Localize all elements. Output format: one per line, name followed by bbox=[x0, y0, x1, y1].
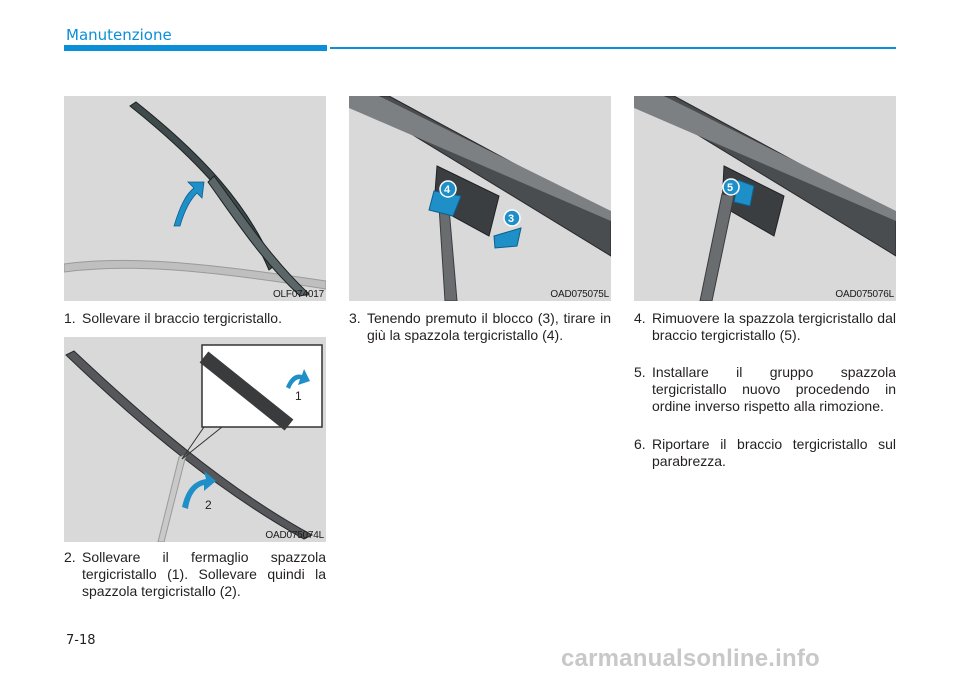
figure-code: OLF074017 bbox=[272, 289, 324, 300]
wiper-arm-illustration bbox=[64, 101, 326, 297]
step-text: Tenendo premuto il blocco (3), tirare in… bbox=[367, 310, 611, 343]
figure-remove-blade: 5 OAD075076L bbox=[634, 96, 896, 301]
wiper-lock-illustration: 4 3 bbox=[349, 96, 611, 301]
figure-code: OAD075076L bbox=[835, 289, 894, 300]
step-text: Installare il gruppo spazzola tergicrist… bbox=[652, 364, 896, 414]
wiper-blade-removal-illustration: 5 bbox=[634, 96, 896, 301]
figure-code: OAD075074L bbox=[265, 530, 324, 541]
figure-press-lock: 4 3 OAD075075L bbox=[349, 96, 611, 301]
step-number: 5. bbox=[634, 364, 646, 380]
wiper-clip-illustration: 1 2 bbox=[65, 344, 323, 542]
step-text: Sollevare il braccio tergicristallo. bbox=[82, 310, 282, 326]
step-text: Riportare il braccio tergicristallo sul … bbox=[652, 436, 896, 469]
callout-2: 2 bbox=[205, 498, 212, 512]
page-number: 7-18 bbox=[66, 633, 96, 648]
figure-code: OAD075075L bbox=[550, 289, 609, 300]
step-1: 1. Sollevare il braccio tergicristallo. bbox=[64, 310, 326, 327]
watermark: carmanualsonline.info bbox=[561, 645, 820, 672]
callout-4: 4 bbox=[444, 184, 451, 196]
header-rule-thick bbox=[64, 45, 327, 51]
header-rule-thin bbox=[330, 47, 896, 49]
step-number: 2. bbox=[64, 549, 76, 565]
callout-3: 3 bbox=[508, 213, 514, 225]
step-5: 5. Installare il gruppo spazzola tergicr… bbox=[634, 364, 896, 415]
step-text: Rimuovere la spazzola tergicristallo dal… bbox=[652, 310, 896, 343]
step-number: 3. bbox=[349, 310, 361, 326]
callout-5: 5 bbox=[727, 182, 733, 194]
step-text: Sollevare il fermaglio spazzola tergicri… bbox=[82, 549, 326, 599]
step-3: 3. Tenendo premuto il blocco (3), tirare… bbox=[349, 310, 611, 344]
section-title: Manutenzione bbox=[66, 26, 172, 44]
step-2: 2. Sollevare il fermaglio spazzola tergi… bbox=[64, 549, 326, 600]
figure-lift-wiper-arm: OLF074017 bbox=[64, 96, 326, 301]
callout-1: 1 bbox=[295, 389, 302, 403]
step-number: 6. bbox=[634, 436, 646, 452]
step-number: 1. bbox=[64, 310, 76, 326]
step-6: 6. Riportare il braccio tergicristallo s… bbox=[634, 436, 896, 470]
figure-lift-wiper-clip: 1 2 OAD075074L bbox=[64, 337, 326, 542]
step-4: 4. Rimuovere la spazzola tergicristallo … bbox=[634, 310, 896, 344]
step-number: 4. bbox=[634, 310, 646, 326]
